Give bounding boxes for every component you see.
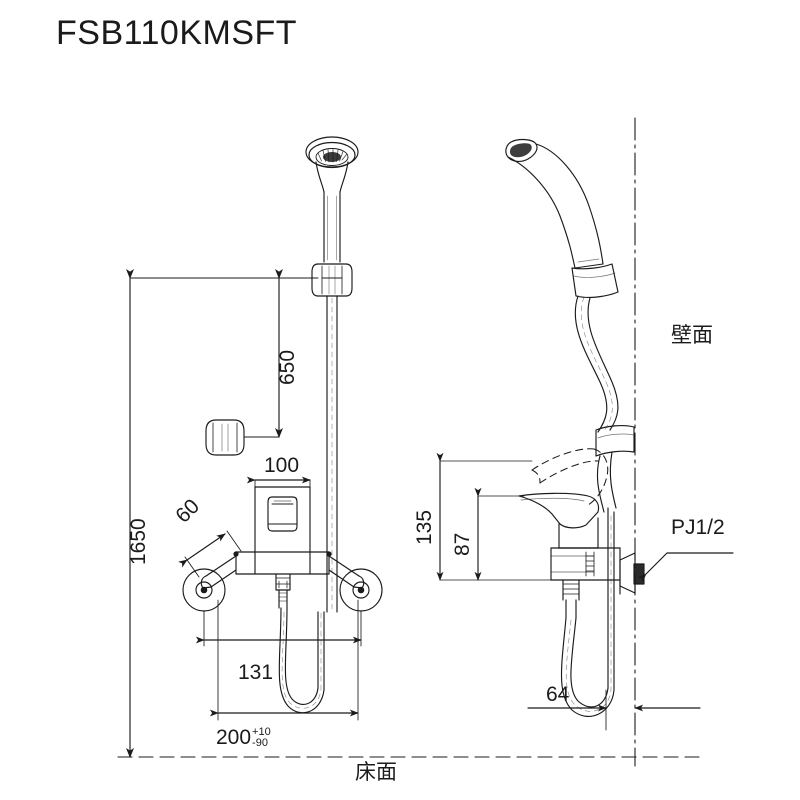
dim-label-200: 200+10-90 [216, 726, 271, 750]
dim-131 [195, 610, 362, 647]
front-shower-hook [311, 263, 353, 297]
dim-60 [178, 530, 242, 578]
shower-hanger-bracket [205, 419, 245, 456]
dim-label-135: 135 [413, 509, 436, 545]
dim-label-131: 131 [238, 661, 274, 684]
label-pj12: PJ1/2 [671, 516, 725, 539]
front-hose-loop [278, 607, 325, 714]
side-hose-upper [574, 295, 635, 513]
tolerance-minus: -90 [252, 737, 268, 750]
leader-pj12 [637, 552, 734, 583]
dim-1650 [126, 269, 319, 758]
geometry-layer [117, 117, 734, 767]
dim-label-87: 87 [451, 532, 474, 556]
front-showerhead [305, 136, 359, 263]
dim-label-200-tolerance: +10-90 [252, 725, 271, 750]
dim-label-1650: 1650 [127, 518, 150, 565]
side-faucet-body [518, 448, 645, 619]
front-hose-upper [326, 295, 338, 613]
dim-label-64: 64 [546, 683, 570, 706]
side-hose-loop [560, 507, 615, 717]
dim-label-100: 100 [264, 454, 300, 477]
page-title: FSB110KMSFT [56, 14, 298, 52]
tolerance-plus: +10 [252, 725, 271, 738]
dim-label-200-value: 200 [216, 726, 252, 749]
dim-87 [474, 487, 525, 581]
dim-200 [209, 599, 359, 721]
label-wall-surface: 壁面 [671, 323, 713, 347]
side-showerhead [505, 138, 619, 298]
dim-135 [436, 452, 552, 581]
dim-label-650: 650 [276, 349, 299, 385]
dim-100 [246, 476, 311, 490]
front-faucet-body [182, 486, 383, 612]
label-floor-surface: 床面 [355, 760, 397, 784]
dim-650 [243, 269, 283, 438]
dim-64 [527, 689, 701, 731]
